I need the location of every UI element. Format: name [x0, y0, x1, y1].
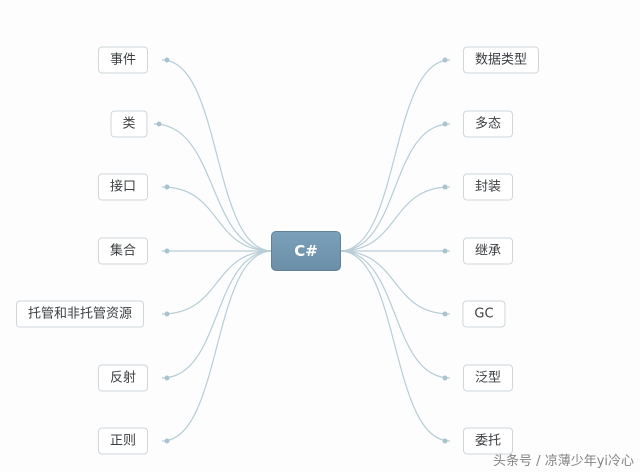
left-branch-connector-dot-2: [164, 184, 170, 190]
edge-right-4: [339, 250, 451, 315]
node-label: 类: [122, 116, 136, 132]
right-branch-connector-dot-4: [442, 311, 448, 317]
left-branch-node-4[interactable]: 托管和非托管资源: [15, 300, 145, 328]
left-branch-connector-dot-3: [164, 248, 170, 254]
right-branch-connector-dot-6: [442, 438, 448, 444]
right-branch-node-4[interactable]: GC: [462, 300, 506, 328]
node-label: 接口: [109, 179, 137, 195]
edge-left-0: [161, 59, 273, 252]
node-label: 托管和非托管资源: [27, 306, 133, 322]
right-branch-node-6[interactable]: 委托: [462, 427, 514, 455]
right-branch-node-1[interactable]: 多态: [462, 110, 514, 138]
left-branch-node-3[interactable]: 集合: [97, 237, 149, 265]
left-branch-node-6[interactable]: 正则: [97, 427, 149, 455]
right-branch-connector-dot-5: [442, 375, 448, 381]
edge-right-6: [339, 250, 451, 442]
right-branch-node-2[interactable]: 封装: [462, 173, 514, 201]
node-label: 多态: [474, 116, 502, 132]
right-branch-connector-dot-3: [442, 248, 448, 254]
node-label: GC: [474, 306, 494, 322]
left-branch-node-0[interactable]: 事件: [97, 46, 149, 74]
right-branch-connector-dot-2: [442, 184, 448, 190]
left-branch-connector-dot-1: [156, 121, 162, 127]
node-label: 反射: [109, 370, 137, 386]
edge-right-1: [339, 123, 451, 252]
node-label: 数据类型: [474, 52, 528, 68]
node-label: 泛型: [474, 370, 502, 386]
node-label: 集合: [109, 243, 137, 259]
right-branch-node-5[interactable]: 泛型: [462, 364, 514, 392]
right-branch-connector-dot-0: [442, 57, 448, 63]
left-branch-node-1[interactable]: 类: [110, 110, 148, 138]
edge-left-2: [161, 186, 273, 252]
left-branch-connector-dot-6: [164, 438, 170, 444]
edge-left-1: [153, 123, 273, 252]
edge-left-4: [161, 250, 273, 315]
node-label: C#: [294, 241, 318, 260]
edge-right-5: [339, 250, 451, 379]
right-branch-node-0[interactable]: 数据类型: [462, 46, 540, 74]
node-label: 事件: [109, 52, 137, 68]
node-label: 委托: [474, 433, 502, 449]
node-label: 继承: [474, 243, 502, 259]
right-branch-node-3[interactable]: 继承: [462, 237, 514, 265]
left-branch-node-5[interactable]: 反射: [97, 364, 149, 392]
left-branch-connector-dot-5: [164, 375, 170, 381]
right-branch-connector-dot-1: [442, 121, 448, 127]
left-branch-connector-dot-4: [164, 311, 170, 317]
node-label: 封装: [474, 179, 502, 195]
edge-left-5: [161, 250, 273, 379]
edge-right-0: [339, 59, 451, 252]
left-branch-connector-dot-0: [164, 57, 170, 63]
center-node[interactable]: C#: [271, 231, 341, 271]
watermark: 头条号 / 凉薄少年yi冷心: [493, 454, 634, 469]
node-label: 正则: [109, 433, 137, 449]
edge-left-6: [161, 250, 273, 442]
left-branch-node-2[interactable]: 接口: [97, 173, 149, 201]
edge-right-2: [339, 186, 451, 252]
